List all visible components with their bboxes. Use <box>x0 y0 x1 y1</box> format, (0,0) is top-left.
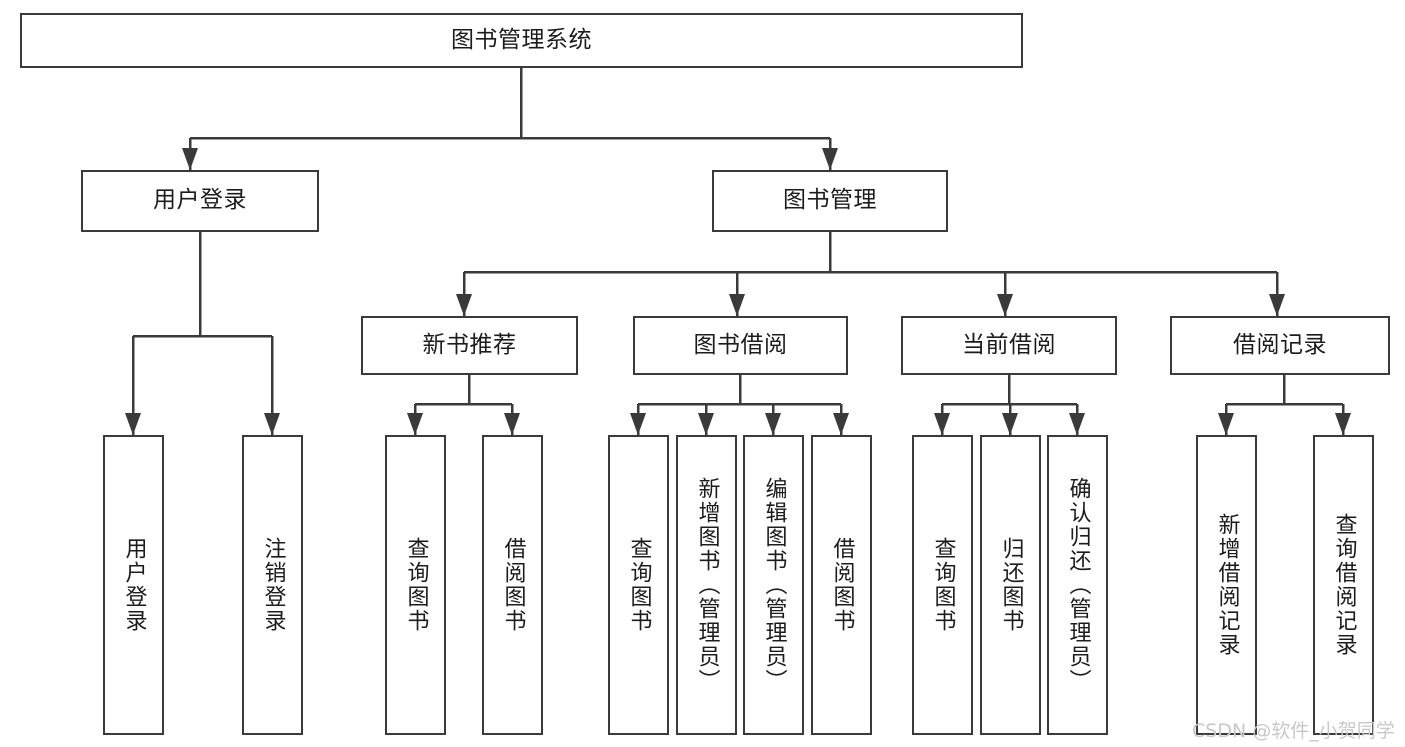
node-leaf_1[interactable]: 注销登录 <box>242 435 303 735</box>
node-l2_1[interactable]: 图书借阅 <box>633 316 848 375</box>
node-label: 新增借阅记录 <box>1214 513 1240 657</box>
node-l1_0[interactable]: 用户登录 <box>81 170 319 232</box>
node-label: 归还图书 <box>998 537 1024 633</box>
node-leaf_0[interactable]: 用户登录 <box>103 435 164 735</box>
node-leaf_8[interactable]: 查询图书 <box>912 435 973 735</box>
node-label: 借阅图书 <box>829 537 855 633</box>
node-label: 查询借阅记录 <box>1331 513 1357 657</box>
node-label: 借阅图书 <box>500 537 526 633</box>
node-root[interactable]: 图书管理系统 <box>20 13 1023 68</box>
node-leaf_4[interactable]: 查询图书 <box>608 435 669 735</box>
node-leaf_6[interactable]: 编辑图书（管理员） <box>743 435 804 735</box>
connector-lines <box>125 68 1351 435</box>
node-label: 查询图书 <box>626 537 652 633</box>
node-leaf_7[interactable]: 借阅图书 <box>811 435 872 735</box>
node-leaf_10[interactable]: 确认归还（管理员） <box>1047 435 1108 735</box>
node-label: 新书推荐 <box>422 331 517 358</box>
node-l1_1[interactable]: 图书管理 <box>712 170 948 232</box>
node-l2_2[interactable]: 当前借阅 <box>901 316 1117 375</box>
node-label: 当前借阅 <box>962 331 1056 358</box>
node-label: 注销登录 <box>260 537 286 633</box>
node-leaf_12[interactable]: 查询借阅记录 <box>1313 435 1374 735</box>
node-label: 查询图书 <box>403 537 429 633</box>
node-label: 确认归还（管理员） <box>1065 477 1091 693</box>
node-label: 借阅记录 <box>1233 331 1327 358</box>
node-leaf_5[interactable]: 新增图书（管理员） <box>676 435 737 735</box>
node-label: 图书管理系统 <box>451 26 592 53</box>
node-leaf_9[interactable]: 归还图书 <box>980 435 1041 735</box>
node-label: 新增图书（管理员） <box>694 477 720 693</box>
node-label: 图书借阅 <box>693 331 788 358</box>
node-leaf_2[interactable]: 查询图书 <box>385 435 446 735</box>
node-l2_3[interactable]: 借阅记录 <box>1170 316 1390 375</box>
node-label: 图书管理 <box>783 187 877 214</box>
node-l2_0[interactable]: 新书推荐 <box>361 316 578 375</box>
node-label: 编辑图书（管理员） <box>761 477 787 693</box>
node-leaf_3[interactable]: 借阅图书 <box>482 435 543 735</box>
node-leaf_11[interactable]: 新增借阅记录 <box>1196 435 1257 735</box>
node-label: 用户登录 <box>153 187 247 214</box>
node-label: 查询图书 <box>930 537 956 633</box>
node-label: 用户登录 <box>121 537 147 633</box>
